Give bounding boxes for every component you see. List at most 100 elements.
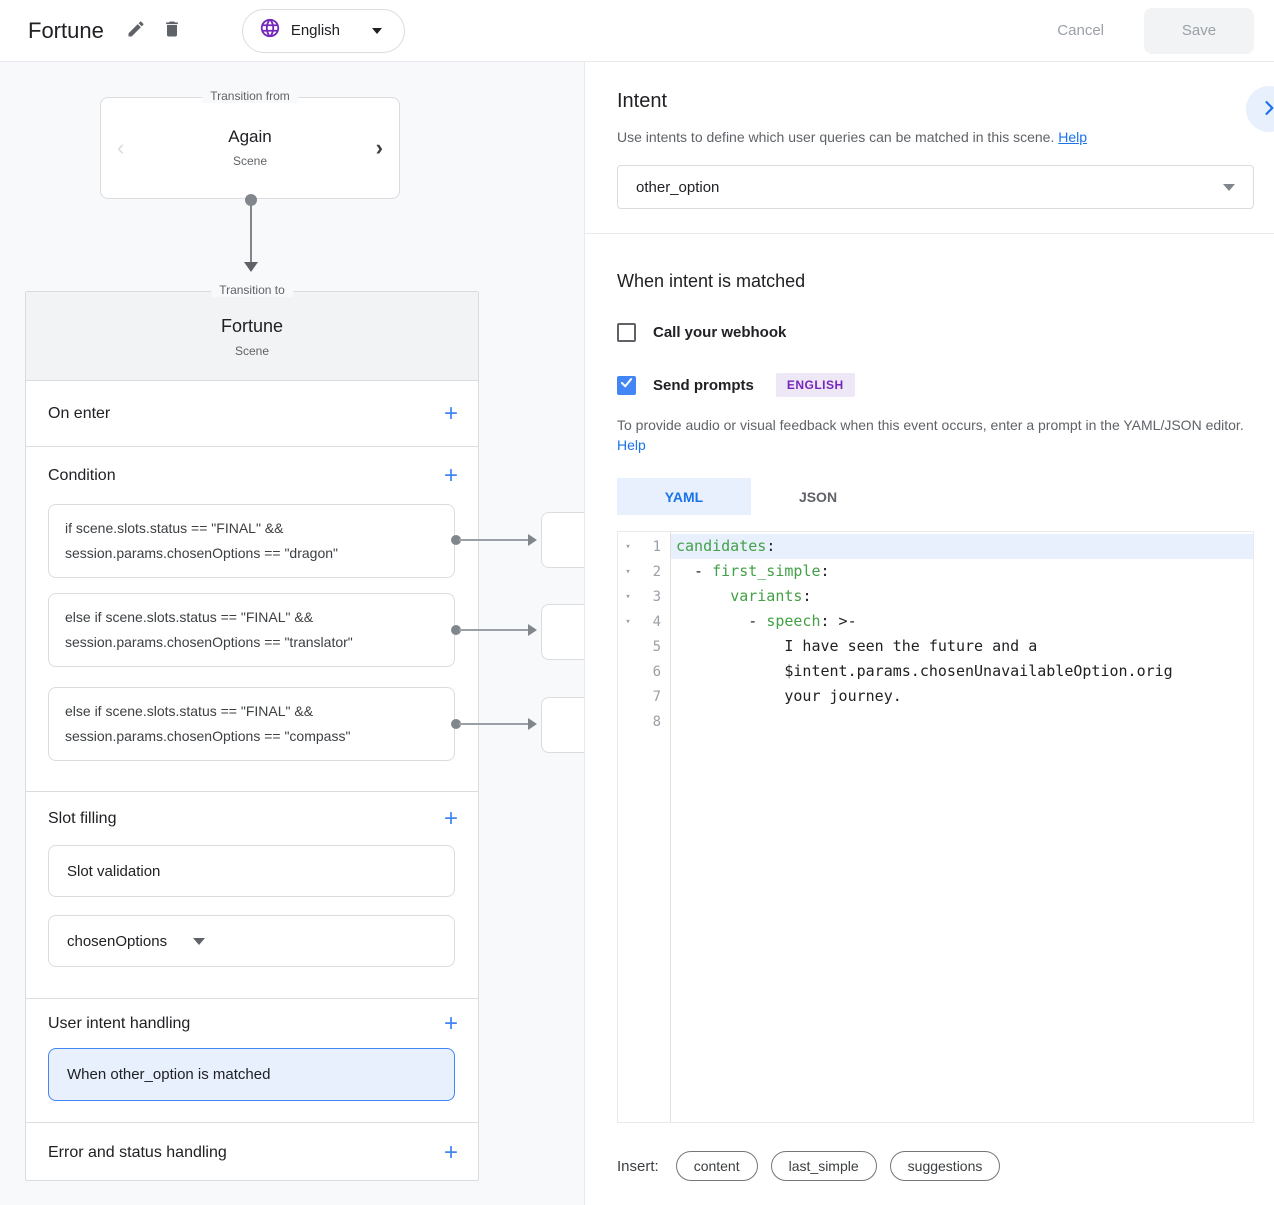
insert-last-simple-chip[interactable]: last_simple [770, 1151, 877, 1181]
language-selector[interactable]: English [241, 8, 406, 53]
on-enter-section: On enter + [26, 381, 478, 447]
condition-item-translator[interactable]: else if scene.slots.status == "FINAL" &&… [48, 593, 455, 667]
code-area[interactable]: candidates: - first_simple: variants: - … [671, 532, 1253, 1122]
prompts-row: Send prompts ENGLISH [617, 373, 1253, 397]
tab-yaml[interactable]: YAML [617, 478, 751, 515]
condition-label: Condition [48, 466, 116, 484]
chevron-down-icon [193, 937, 206, 945]
insert-label: Insert: [617, 1157, 659, 1175]
slot-filling-section: Slot filling + Slot validation chosenOpt… [26, 792, 478, 999]
condition-line: else if scene.slots.status == "FINAL" && [65, 703, 314, 719]
intent-detail-panel: Intent Use intents to define which user … [584, 62, 1274, 1205]
add-intent-handler-button[interactable]: + [443, 1009, 458, 1037]
fold-toggle-icon[interactable]: ▾ [625, 541, 631, 552]
send-prompts-label: Send prompts [653, 376, 754, 394]
send-prompts-checkbox[interactable] [617, 375, 636, 395]
fold-toggle-icon[interactable]: ▾ [625, 591, 631, 602]
from-scene-name: Again [228, 127, 272, 146]
prompts-description-text: To provide audio or visual feedback when… [617, 417, 1244, 433]
prompts-help-link[interactable]: Help [617, 437, 646, 453]
slot-filling-label: Slot filling [48, 809, 117, 827]
arrow-line [250, 202, 252, 264]
slot-validation-item[interactable]: Slot validation [48, 845, 455, 897]
condition-line: session.params.chosenOptions == "compass… [65, 728, 351, 744]
on-enter-label: On enter [48, 404, 111, 422]
call-webhook-label: Call your webhook [653, 324, 787, 341]
page-title: Fortune [28, 17, 104, 43]
line-number: 5 [652, 638, 661, 655]
call-webhook-checkbox[interactable] [617, 323, 636, 342]
intent-dropdown[interactable]: other_option [617, 165, 1254, 209]
code-line: variants: [730, 587, 812, 605]
add-error-handler-button[interactable]: + [443, 1139, 458, 1166]
insert-toolbar: Insert: content last_simple suggestions [617, 1151, 1253, 1181]
condition-line: session.params.chosenOptions == "dragon" [65, 545, 338, 561]
condition-line: session.params.chosenOptions == "transla… [65, 634, 353, 650]
insert-content-chip[interactable]: content [675, 1151, 758, 1181]
scene-name: Fortune [220, 316, 284, 336]
chevron-down-icon [1223, 183, 1235, 191]
line-number: 8 [652, 713, 661, 730]
intent-dropdown-value: other_option [636, 178, 720, 196]
delete-scene-button[interactable] [154, 13, 190, 49]
line-number: 7 [652, 688, 661, 705]
intent-section-title: Intent [617, 90, 668, 112]
chevron-down-icon [372, 27, 383, 34]
condition-item-compass[interactable]: else if scene.slots.status == "FINAL" &&… [48, 687, 455, 761]
condition-item-dragon[interactable]: if scene.slots.status == "FINAL" && sess… [48, 504, 455, 578]
add-condition-button[interactable]: + [443, 461, 458, 489]
arrow-head-icon [528, 718, 537, 730]
next-scene-chevron[interactable]: › [375, 135, 383, 160]
intent-handler-item-selected[interactable]: When other_option is matched [48, 1048, 455, 1101]
connector-dot [451, 625, 461, 635]
transition-from-card: Transition from Again Scene ‹ › [100, 89, 400, 199]
transition-from-legend: Transition from [202, 89, 298, 103]
connector-line [459, 539, 529, 541]
check-icon [619, 375, 634, 395]
cancel-button[interactable]: Cancel [1039, 12, 1122, 49]
error-handling-label: Error and status handling [48, 1144, 227, 1161]
code-line: - first_simple: [676, 562, 830, 580]
line-number: 3 [652, 588, 661, 605]
code-line: your journey. [676, 687, 902, 705]
pencil-icon [126, 19, 146, 42]
slot-validation-label: Slot validation [67, 862, 161, 880]
code-line: - speech: >- [676, 612, 857, 630]
code-line: candidates: [671, 534, 1253, 559]
user-intent-section: User intent handling + When other_option… [26, 999, 478, 1123]
fold-toggle-icon[interactable]: ▾ [625, 566, 631, 577]
intent-help-link[interactable]: Help [1058, 129, 1088, 145]
save-button[interactable]: Save [1144, 7, 1254, 54]
fold-toggle-icon[interactable]: ▾ [625, 616, 631, 627]
user-intent-label: User intent handling [48, 1014, 191, 1032]
slot-param-item[interactable]: chosenOptions [48, 915, 455, 967]
code-line: I have seen the future and a [676, 637, 1038, 655]
add-slot-button[interactable]: + [443, 804, 458, 832]
line-number: 6 [652, 663, 661, 680]
line-number: 1 [652, 538, 661, 555]
chevron-right-icon [1259, 98, 1274, 121]
add-on-enter-button[interactable]: + [443, 399, 458, 427]
transition-to-legend: Transition to [211, 283, 293, 297]
scene-type: Scene [234, 344, 270, 358]
edit-title-button[interactable] [118, 13, 154, 49]
tab-json[interactable]: JSON [751, 478, 885, 515]
intent-description-text: Use intents to define which user queries… [617, 129, 1055, 145]
transition-target-card[interactable] [541, 512, 584, 568]
insert-suggestions-chip[interactable]: suggestions [889, 1151, 1001, 1181]
prev-scene-chevron[interactable]: ‹ [117, 135, 125, 160]
condition-line: if scene.slots.status == "FINAL" && [65, 520, 284, 536]
language-badge: ENGLISH [775, 373, 855, 397]
transition-target-card[interactable] [541, 604, 584, 660]
arrow-head-icon [244, 262, 258, 272]
line-number: 4 [652, 613, 661, 630]
condition-line: else if scene.slots.status == "FINAL" && [65, 609, 314, 625]
intent-description: Use intents to define which user queries… [617, 129, 1253, 145]
panel-divider [584, 233, 1274, 234]
transition-target-card[interactable] [541, 697, 584, 753]
globe-icon [259, 17, 281, 44]
connector-dot [451, 535, 461, 545]
scene-card: Transition to Fortune Scene On enter + C… [25, 283, 479, 1181]
line-number: 2 [652, 563, 661, 580]
